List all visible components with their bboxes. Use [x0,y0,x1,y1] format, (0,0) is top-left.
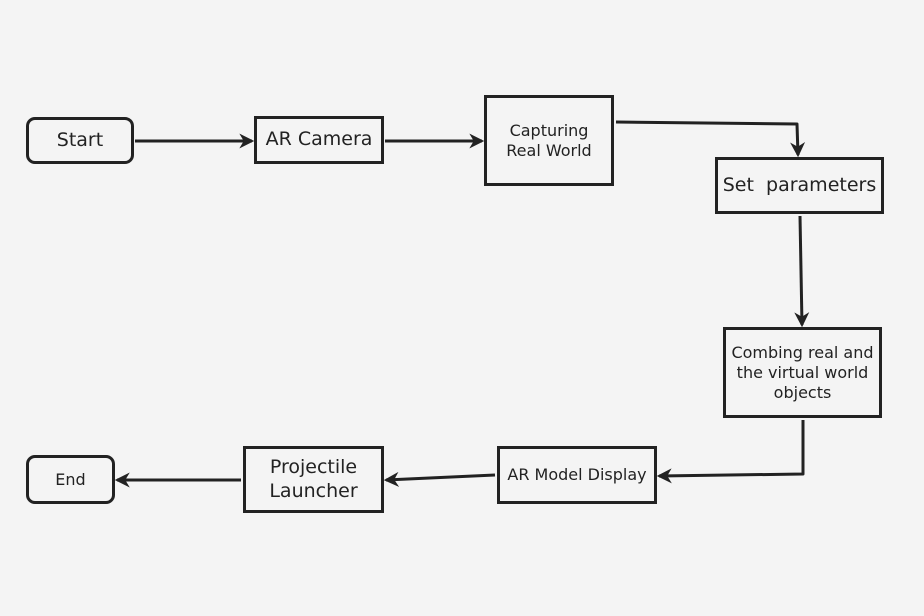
ar-camera-node: AR Camera [254,116,384,164]
arrow-set-parameters-to-combining [794,215,810,328]
set-parameters-node: Set parameters [715,157,884,214]
combining-objects-node: Combing real and the virtual world objec… [723,327,882,418]
arrow-combining-to-ar-model-display [656,420,805,484]
ar-model-display-node: AR Model Display [497,446,657,504]
capturing-real-world-node: Capturing Real World [484,95,614,186]
arrow-capturing-to-set-parameters [615,120,806,158]
start-node: Start [26,117,134,164]
arrow-ar-model-display-to-projectile-launcher [383,471,496,487]
end-node: End [26,455,115,504]
projectile-launcher-node: Projectile Launcher [243,446,384,513]
